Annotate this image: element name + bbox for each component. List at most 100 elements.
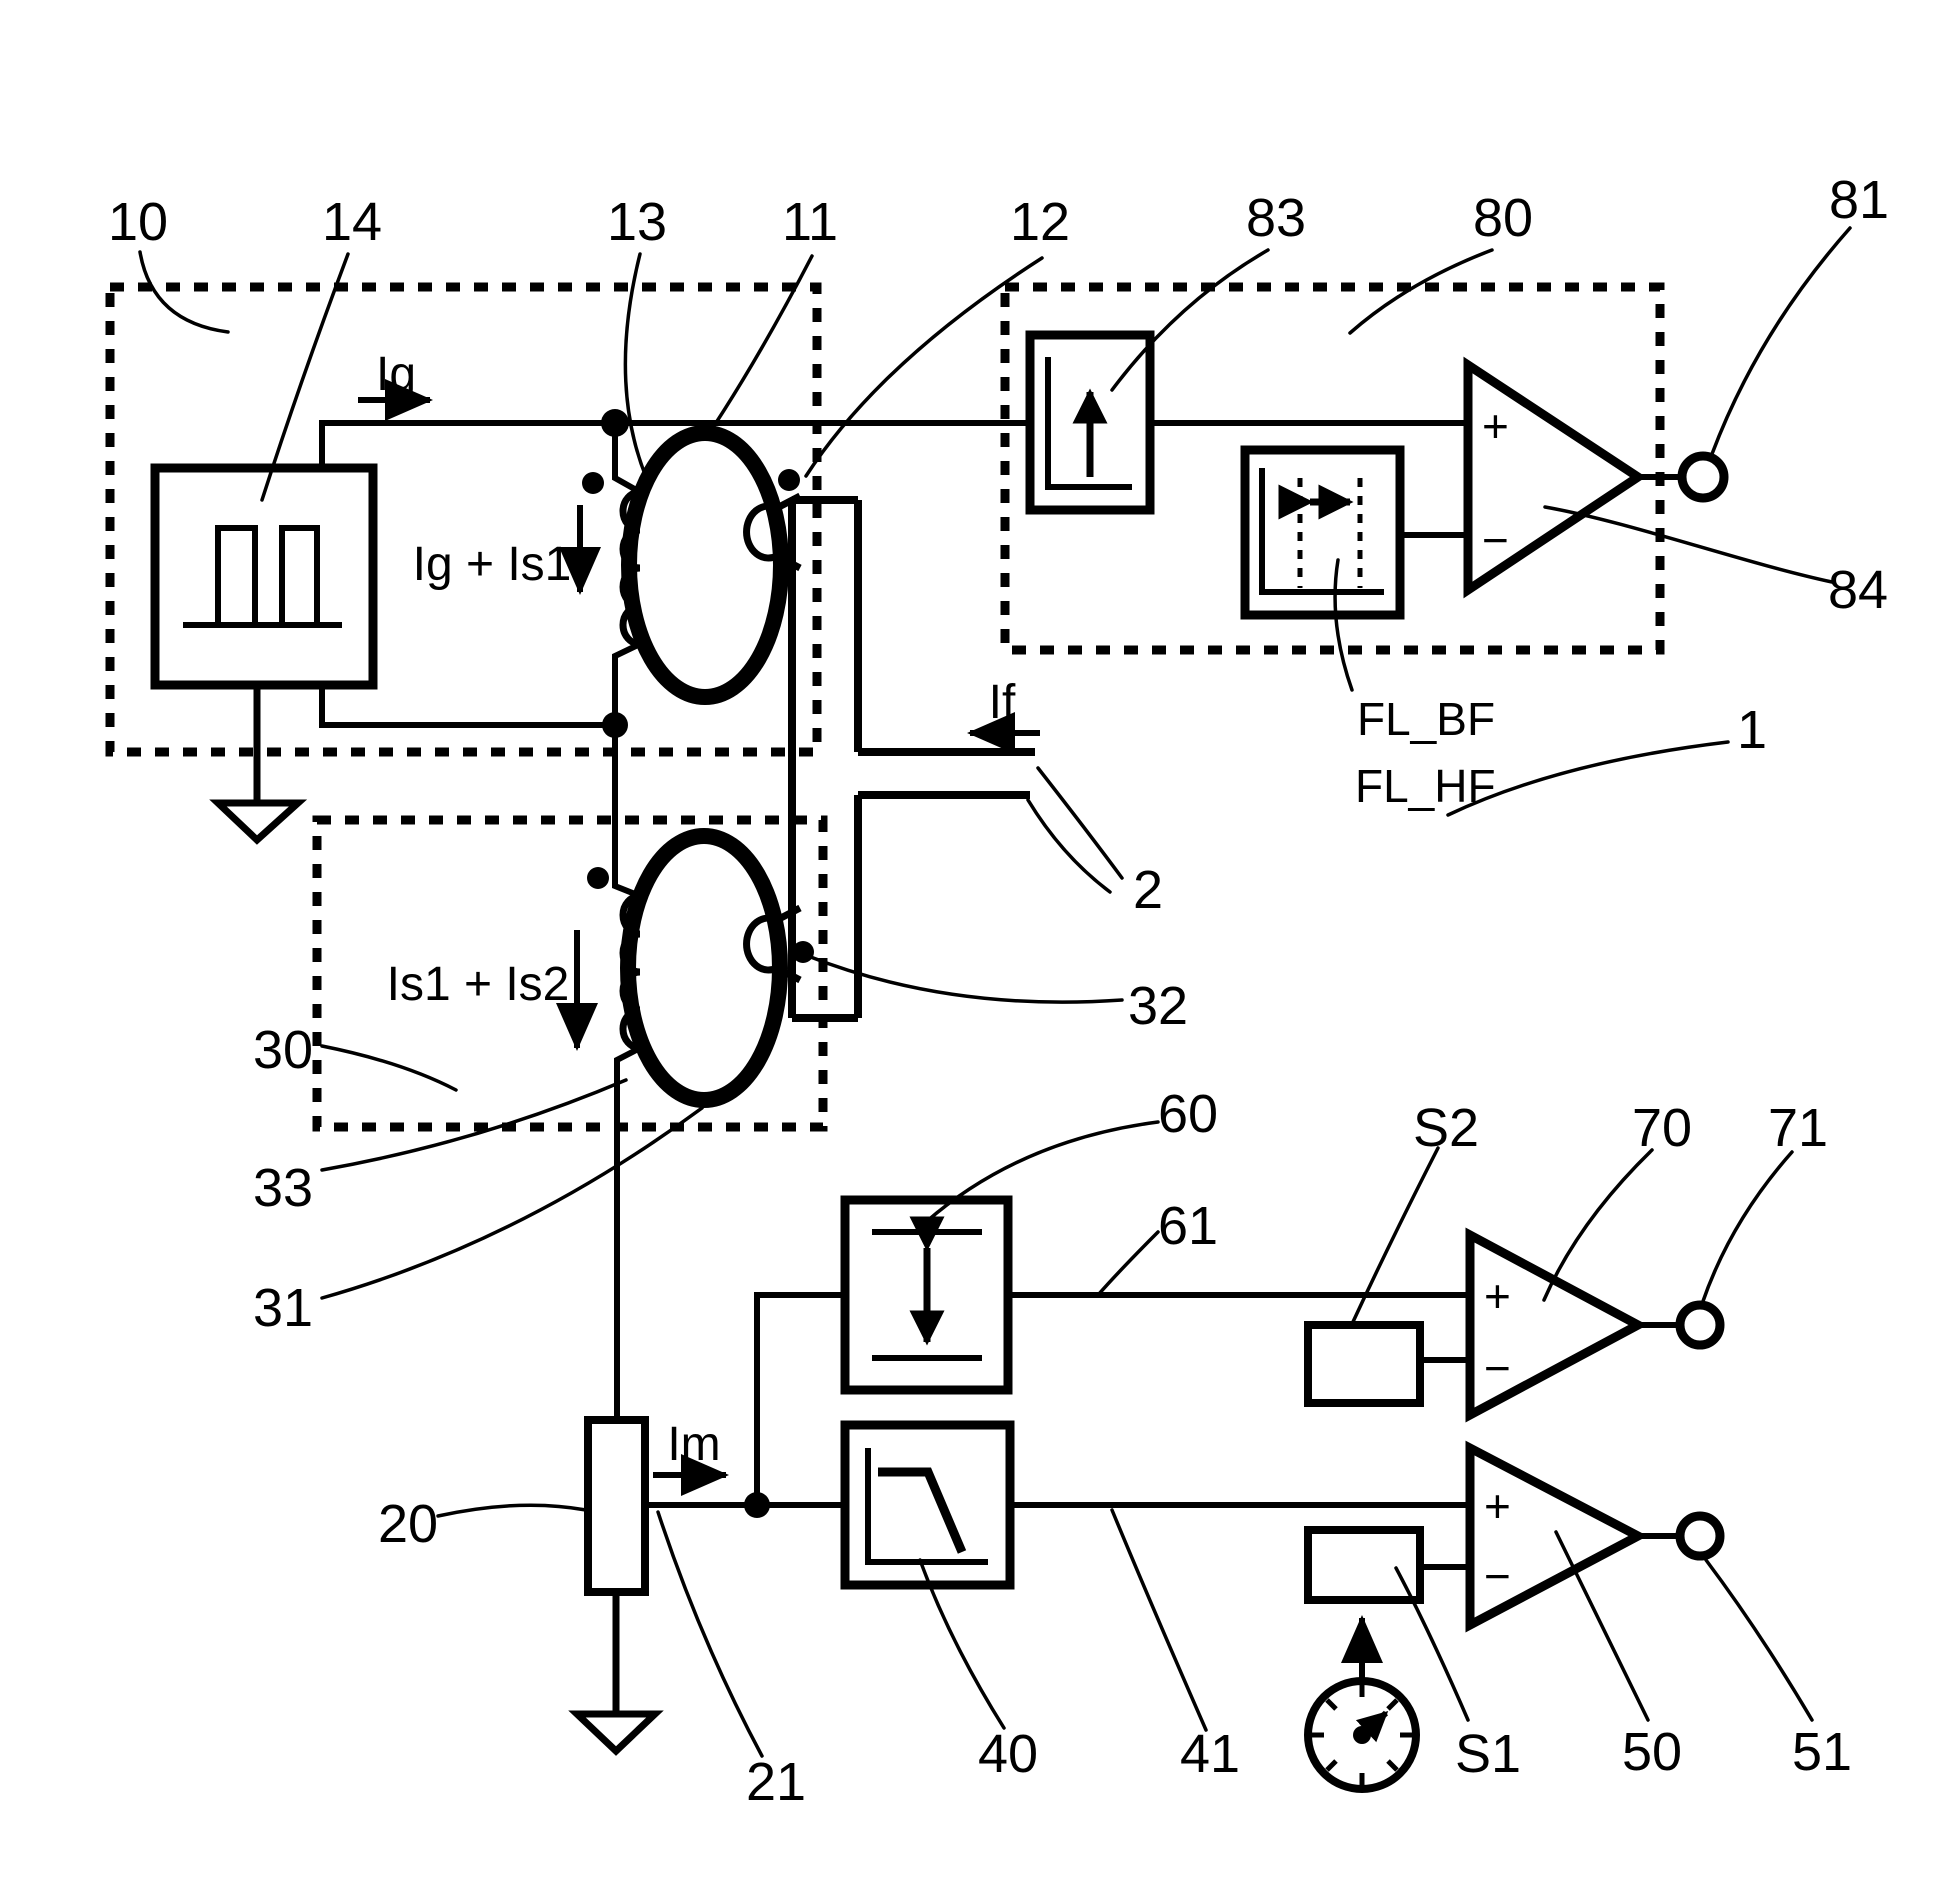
- label-71: 71: [1768, 1098, 1828, 1158]
- label-61: 61: [1158, 1196, 1218, 1256]
- time-window-box-84: [1240, 445, 1405, 620]
- comp50-plus: +: [1484, 1480, 1511, 1532]
- label-50: 50: [1622, 1722, 1682, 1782]
- leader-21: [656, 1510, 764, 1758]
- label-81: 81: [1829, 170, 1889, 230]
- comp70-minus: −: [1484, 1342, 1511, 1394]
- generator-unit-dashed-box-10: [105, 282, 822, 757]
- label-21: 21: [746, 1752, 806, 1812]
- label-10: 10: [108, 192, 168, 252]
- output-terminal-71: [1675, 1300, 1725, 1350]
- wire-generator-return: [319, 685, 615, 728]
- leader-81: [1710, 226, 1852, 456]
- label-30: 30: [253, 1020, 313, 1080]
- leader-70: [1542, 1148, 1654, 1302]
- leader-41: [1110, 1508, 1208, 1732]
- label-ig-is1: Ig + Is1: [413, 538, 572, 591]
- label-32: 32: [1128, 976, 1188, 1036]
- label-41: 41: [1180, 1724, 1240, 1784]
- clock-icon: [1304, 1677, 1420, 1793]
- wire-winding13-top: [612, 423, 642, 495]
- detector-unit-dashed-box-80: [1000, 282, 1665, 655]
- reference-numerals: 10 14 13 11 12 83 80 81 84 2 1 30 33 31 …: [108, 170, 1889, 1812]
- leader-32: [806, 954, 1124, 1004]
- current-arrows: [358, 379, 1040, 1496]
- wire-riser-to-amplitude-block: [754, 1292, 845, 1505]
- label-s2: S2: [1413, 1098, 1479, 1158]
- label-83: 83: [1246, 188, 1306, 248]
- wire-winding33-to-shunt: [614, 1045, 642, 1420]
- leader-61: [1096, 1230, 1160, 1297]
- secondary-winding-32-loop: [743, 914, 779, 974]
- label-31: 31: [253, 1278, 313, 1338]
- label-if: If: [989, 676, 1016, 729]
- toroid-core-11: [621, 425, 789, 705]
- comparator-50: + −: [1465, 1440, 1648, 1633]
- leader-50: [1554, 1530, 1650, 1722]
- label-20: 20: [378, 1494, 438, 1554]
- comparator-70: + −: [1465, 1227, 1648, 1423]
- square-wave-icon: [183, 525, 342, 628]
- label-14: 14: [322, 192, 382, 252]
- leader-60: [924, 1120, 1160, 1224]
- shunt-resistor-20: [584, 1416, 649, 1596]
- wire-winding13-to-winding33: [612, 641, 642, 899]
- label-fl-hf: FL_HF: [1355, 760, 1496, 812]
- comparator-80: + −: [1463, 356, 1647, 599]
- leader-80: [1348, 248, 1494, 335]
- junction-dot: [744, 1492, 770, 1518]
- threshold-box-s1: [1304, 1526, 1424, 1604]
- comp80-plus: +: [1482, 400, 1509, 452]
- label-13: 13: [607, 192, 667, 252]
- leader-1: [1446, 740, 1730, 817]
- lowpass-response-icon: [878, 1467, 967, 1554]
- label-2: 2: [1133, 860, 1163, 920]
- leader-10: [138, 250, 230, 334]
- primary-conductor-2: [788, 496, 1035, 1022]
- output-terminal-81: [1677, 451, 1729, 503]
- leader-13: [623, 252, 648, 479]
- label-ig: Ig: [376, 348, 416, 401]
- leader-71: [1700, 1150, 1794, 1306]
- label-70: 70: [1632, 1098, 1692, 1158]
- conductor-channel-left: [788, 496, 858, 1022]
- label-11: 11: [782, 192, 838, 252]
- ground-icon-generator: [209, 685, 308, 845]
- lowpass-axis: [865, 1448, 988, 1565]
- leader-fl: [1333, 558, 1354, 692]
- label-fl-bf: FL_BF: [1357, 693, 1495, 745]
- label-84: 84: [1828, 560, 1888, 620]
- leader-40: [918, 1558, 1006, 1730]
- winding-33-coil: [619, 892, 641, 1052]
- winding-13-coil: [619, 488, 641, 648]
- label-is1-is2: Is1 + Is2: [387, 958, 570, 1011]
- label-80: 80: [1473, 188, 1533, 248]
- junction-dot: [601, 409, 629, 437]
- leader-30: [320, 1044, 458, 1092]
- winding-13-polarity-dot: [582, 472, 604, 494]
- peak-detector-axis: [1045, 357, 1132, 490]
- leader-s2: [1350, 1146, 1440, 1326]
- lowpass-filter-box-40: [840, 1420, 1015, 1590]
- secondary-winding-12-loop: [743, 502, 779, 562]
- label-51: 51: [1792, 1722, 1852, 1782]
- time-window-axis: [1259, 468, 1384, 595]
- comp50-minus: −: [1484, 1550, 1511, 1602]
- output-terminal-51: [1675, 1511, 1725, 1561]
- comp70-plus: +: [1484, 1270, 1511, 1322]
- winding-12-polarity-dot: [778, 469, 800, 491]
- label-60: 60: [1158, 1084, 1218, 1144]
- label-40: 40: [978, 1724, 1038, 1784]
- leader-33: [320, 1078, 628, 1172]
- leader-83: [1110, 248, 1270, 392]
- comp80-minus: −: [1482, 514, 1509, 566]
- label-im: Im: [667, 1418, 720, 1471]
- leader-11: [704, 254, 814, 440]
- leader-51: [1704, 1558, 1814, 1722]
- leader-84: [1543, 505, 1834, 584]
- leader-20: [436, 1503, 588, 1518]
- conductor-if-arms: [858, 748, 1035, 799]
- leader-2a: [1036, 766, 1124, 880]
